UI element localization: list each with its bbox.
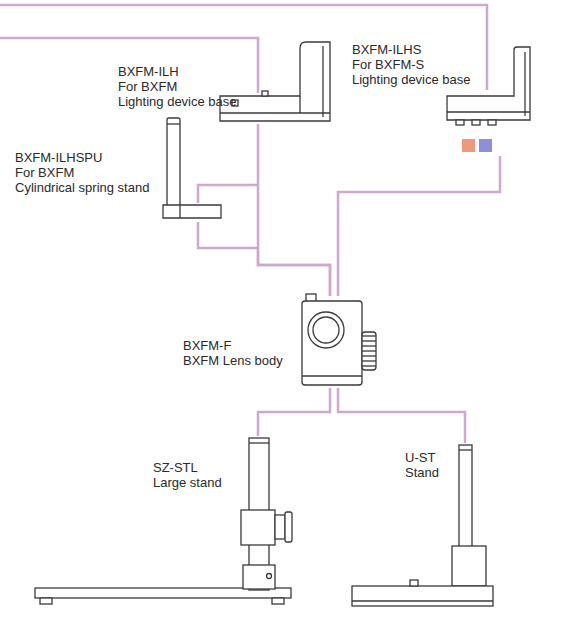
part-number: BXFM-ILHS bbox=[352, 42, 471, 57]
part-description: BXFM Lens body bbox=[183, 353, 283, 368]
part-description: Large stand bbox=[153, 475, 222, 490]
drawing-stroke bbox=[267, 574, 272, 579]
connection-line bbox=[338, 388, 465, 443]
part-description: For BXFM bbox=[118, 79, 237, 94]
drawing-stroke bbox=[410, 580, 418, 586]
product-part: SZ-STLLarge stand bbox=[33, 436, 293, 607]
part-description: Cylindrical spring stand bbox=[15, 180, 149, 195]
drawing-stroke bbox=[524, 52, 525, 116]
connection-line bbox=[198, 222, 330, 296]
drawing-stroke bbox=[249, 442, 269, 443]
part-number: BXFM-ILH bbox=[118, 64, 237, 79]
part-description: Lighting device base bbox=[118, 94, 237, 109]
drawing-stroke bbox=[488, 120, 496, 125]
lens-body bbox=[302, 294, 376, 385]
drawing-stroke bbox=[275, 515, 285, 539]
drawing-stroke bbox=[362, 336, 376, 366]
part-number: BXFM-F bbox=[183, 338, 283, 353]
product-part: BXFM-FBXFM Lens body bbox=[181, 296, 380, 388]
drawing-stroke bbox=[459, 445, 472, 547]
part-number: SZ-STL bbox=[153, 460, 222, 475]
knurl-line bbox=[362, 350, 376, 351]
drawing-stroke bbox=[262, 91, 268, 96]
part-label: SZ-STLLarge stand bbox=[153, 460, 222, 490]
product-part: BXFM-ILHSFor BXFM-SLighting device base bbox=[350, 40, 532, 156]
knurl-line bbox=[362, 345, 376, 346]
lighting-base-ilhs bbox=[447, 47, 530, 152]
drawing-stroke bbox=[313, 317, 339, 343]
stand bbox=[352, 445, 493, 606]
part-label: BXFM-ILHSFor BXFM-SLighting device base bbox=[352, 42, 471, 87]
drawing-stroke bbox=[198, 185, 258, 203]
drawing-stroke bbox=[462, 139, 475, 152]
drawing-stroke bbox=[459, 449, 472, 450]
lighting-base-ilh bbox=[220, 42, 330, 121]
drawing-stroke bbox=[241, 510, 275, 545]
drawing-stroke bbox=[285, 512, 292, 542]
drawing-stroke bbox=[362, 332, 376, 370]
drawing-stroke bbox=[179, 205, 180, 218]
knurl-line bbox=[362, 355, 376, 356]
part-description: For BXFM-S bbox=[352, 57, 471, 72]
drawing-stroke bbox=[220, 112, 330, 113]
drawing-stroke bbox=[220, 42, 330, 121]
drawing-stroke bbox=[352, 586, 493, 606]
drawing-stroke bbox=[452, 546, 486, 586]
drawing-stroke bbox=[40, 598, 52, 604]
connection-lines bbox=[0, 5, 487, 203]
part-label: BXFM-FBXFM Lens body bbox=[183, 338, 283, 368]
connection-line bbox=[338, 156, 500, 296]
drawing-stroke bbox=[447, 111, 530, 112]
part-label: BXFM-ILHSPUFor BXFMCylindrical spring st… bbox=[15, 150, 149, 195]
drawing-stroke bbox=[322, 46, 323, 117]
connection-line bbox=[258, 388, 330, 436]
large-stand bbox=[35, 438, 292, 604]
connection-line bbox=[258, 124, 330, 296]
drawing-stroke bbox=[299, 96, 300, 113]
part-description: Stand bbox=[405, 465, 439, 480]
drawing-stroke bbox=[472, 120, 480, 125]
knurl-line bbox=[362, 340, 376, 341]
part-number: U-ST bbox=[405, 450, 439, 465]
part-number: BXFM-ILHSPU bbox=[15, 150, 149, 165]
drawing-stroke bbox=[272, 598, 284, 604]
drawing-stroke bbox=[308, 312, 344, 348]
drawing-stroke bbox=[167, 118, 180, 206]
part-label: U-STStand bbox=[405, 450, 439, 480]
drawing-stroke bbox=[243, 565, 275, 589]
drawing-stroke bbox=[302, 301, 362, 385]
part-label: BXFM-ILHFor BXFMLighting device base bbox=[118, 64, 237, 109]
part-description: Lighting device base bbox=[352, 72, 471, 87]
spring-stand bbox=[163, 118, 221, 218]
drawing-stroke bbox=[163, 205, 221, 218]
part-description: For BXFM bbox=[15, 165, 149, 180]
knurl-line bbox=[362, 360, 376, 361]
knurl-line bbox=[362, 335, 376, 336]
drawing-stroke bbox=[479, 139, 492, 152]
product-part: U-STStand bbox=[350, 443, 496, 610]
product-part: BXFM-ILHSPUFor BXFMCylindrical spring st… bbox=[13, 118, 223, 222]
drawing-stroke bbox=[0, 38, 258, 93]
knurl-line bbox=[362, 365, 376, 366]
drawing-stroke bbox=[456, 120, 464, 125]
drawing-stroke bbox=[167, 123, 180, 124]
drawing-stroke bbox=[352, 600, 493, 601]
drawing-stroke bbox=[302, 375, 362, 376]
drawing-stroke bbox=[0, 5, 487, 90]
product-part: BXFM-ILHFor BXFMLighting device base bbox=[118, 42, 332, 124]
